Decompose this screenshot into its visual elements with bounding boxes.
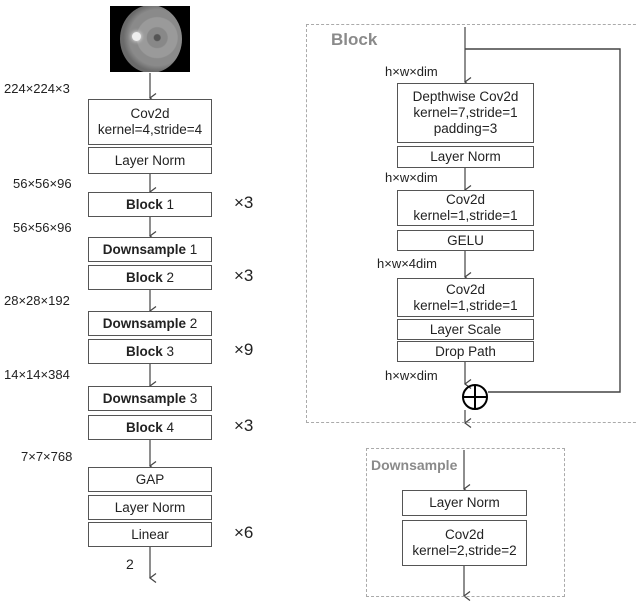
block2-number: 2 [162, 269, 175, 285]
fundus-input-image [110, 6, 190, 72]
linear-box: Linear [88, 522, 212, 547]
multiplier-block4: ×3 [234, 416, 254, 435]
downsample3-label: Downsample [102, 390, 186, 406]
shape-label-after-block3: 14×14×384 [4, 367, 70, 382]
downsample1-number: 1 [186, 241, 198, 257]
residual-skip-line [465, 48, 621, 393]
stem-conv-params: kernel=4,stride=4 [97, 122, 203, 137]
downsample2-box: Downsample 2 [88, 311, 212, 336]
block3-label: Block [125, 343, 163, 359]
gelu-box: GELU [397, 230, 534, 251]
pointwise-conv1-box: Cov2d kernel=1,stride=1 [397, 190, 534, 226]
block-panel-title: Block [331, 30, 378, 49]
pointwise-conv2-box: Cov2d kernel=1,stride=1 [397, 278, 534, 317]
pointwise-conv1-params: kernel=1,stride=1 [413, 208, 518, 223]
block2-box: Block 2 [88, 265, 212, 290]
block4-number: 4 [162, 419, 175, 435]
add-node-icon [462, 384, 488, 410]
block-shape-after-norm: h×w×dim [385, 170, 438, 185]
downsample1-label: Downsample [102, 241, 186, 257]
block4-box: Block 4 [88, 415, 212, 440]
depthwise-conv-padding: padding=3 [433, 121, 498, 136]
block-shape-in: h×w×dim [385, 64, 438, 79]
downsample-panel [366, 448, 565, 597]
block1-box: Block 1 [88, 192, 212, 217]
block1-label: Block [125, 196, 163, 212]
pointwise-conv2-params: kernel=1,stride=1 [413, 297, 518, 313]
downsample-conv-params: kernel=2,stride=2 [412, 543, 517, 558]
multiplier-linear: ×6 [234, 523, 254, 542]
stem-layer-norm-box: Layer Norm [88, 147, 212, 174]
block-shape-out: h×w×dim [385, 368, 438, 383]
shape-label-after-block4: 7×7×768 [21, 449, 73, 464]
depthwise-conv-params: kernel=7,stride=1 [413, 105, 518, 120]
stem-conv-title: Cov2d [130, 106, 170, 121]
downsample-conv-title: Cov2d [444, 527, 485, 542]
downsample1-box: Downsample 1 [88, 237, 212, 262]
downsample-layer-norm-box: Layer Norm [402, 490, 527, 516]
block-layer-norm-box: Layer Norm [397, 146, 534, 168]
downsample-conv-box: Cov2d kernel=2,stride=2 [402, 520, 527, 566]
depthwise-conv-title: Depthwise Cov2d [412, 89, 519, 104]
shape-label-after-block2: 28×28×192 [4, 293, 70, 308]
downsample-panel-title: Downsample [371, 457, 458, 473]
block3-number: 3 [162, 343, 175, 359]
shape-label-after-block1: 56×56×96 [13, 220, 72, 235]
drop-path-box: Drop Path [397, 341, 534, 362]
multiplier-block2: ×3 [234, 266, 254, 285]
layer-scale-box: Layer Scale [397, 319, 534, 340]
pointwise-conv1-title: Cov2d [445, 192, 486, 207]
block3-box: Block 3 [88, 339, 212, 364]
shape-label-after-stem: 56×56×96 [13, 176, 72, 191]
block2-label: Block [125, 269, 163, 285]
downsample3-box: Downsample 3 [88, 386, 212, 411]
downsample2-number: 2 [186, 315, 198, 331]
block1-number: 1 [162, 196, 175, 212]
output-dimension-label: 2 [126, 556, 134, 572]
pointwise-conv2-title: Cov2d [445, 281, 486, 297]
multiplier-block1: ×3 [234, 193, 254, 212]
block-shape-expanded: h×w×4dim [377, 256, 437, 271]
depthwise-conv-box: Depthwise Cov2d kernel=7,stride=1 paddin… [397, 83, 534, 143]
multiplier-block3: ×9 [234, 340, 254, 359]
head-layer-norm-box: Layer Norm [88, 495, 212, 520]
block-panel [306, 24, 637, 423]
shape-label-input: 224×224×3 [4, 81, 70, 96]
gap-box: GAP [88, 467, 212, 492]
block4-label: Block [125, 419, 163, 435]
downsample3-number: 3 [186, 390, 198, 406]
stem-conv-box: Cov2d kernel=4,stride=4 [88, 99, 212, 145]
downsample2-label: Downsample [102, 315, 186, 331]
